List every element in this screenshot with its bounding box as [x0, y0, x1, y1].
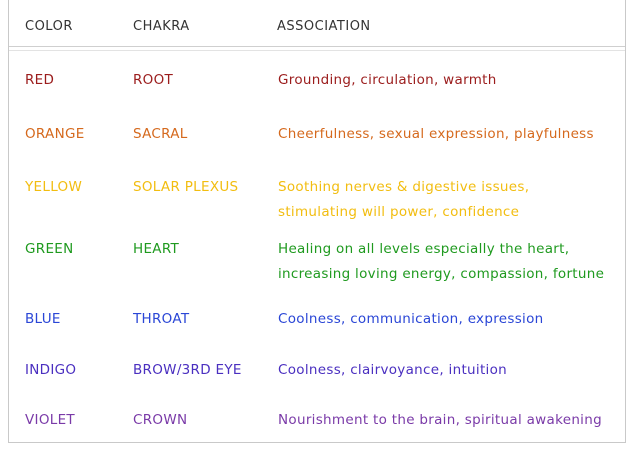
chakra-cell: SACRAL — [133, 126, 188, 142]
association-line: stimulating will power, confidence — [278, 204, 520, 220]
association-cell: Coolness, communication, expression — [278, 307, 544, 332]
association-cell: Cheerfulness, sexual expression, playful… — [278, 122, 594, 147]
association-cell: Soothing nerves & digestive issues, stim… — [278, 175, 529, 225]
association-line: Soothing nerves & digestive issues, — [278, 179, 530, 195]
chakra-cell: SOLAR PLEXUS — [133, 179, 239, 195]
header-chakra: CHAKRA — [133, 19, 190, 34]
header-color: COLOR — [25, 19, 73, 34]
chakra-cell: BROW/3RD EYE — [133, 362, 242, 378]
association-cell: Nourishment to the brain, spiritual awak… — [278, 408, 602, 433]
association-line: Coolness, clairvoyance, intuition — [278, 362, 507, 378]
color-cell: INDIGO — [25, 362, 77, 378]
color-cell: BLUE — [25, 311, 61, 327]
association-line: increasing loving energy, compassion, fo… — [278, 266, 605, 282]
header-association: ASSOCIATION — [277, 19, 371, 34]
association-line: Cheerfulness, sexual expression, playful… — [278, 126, 594, 142]
chakra-cell: ROOT — [133, 72, 174, 88]
chakra-cell: HEART — [133, 241, 180, 257]
association-line: Nourishment to the brain, spiritual awak… — [278, 412, 602, 428]
chakra-cell: CROWN — [133, 412, 188, 428]
association-cell: Coolness, clairvoyance, intuition — [278, 358, 507, 383]
color-cell: ORANGE — [25, 126, 85, 142]
association-line: Healing on all levels especially the hea… — [278, 241, 570, 257]
association-cell: Grounding, circulation, warmth — [278, 68, 497, 93]
color-cell: VIOLET — [25, 412, 75, 428]
association-line: Coolness, communication, expression — [278, 311, 544, 327]
color-cell: GREEN — [25, 241, 74, 257]
association-line: Grounding, circulation, warmth — [278, 72, 497, 88]
association-cell: Healing on all levels especially the hea… — [278, 237, 604, 287]
color-cell: YELLOW — [25, 179, 83, 195]
table-header: COLOR CHAKRA ASSOCIATION — [9, 0, 625, 51]
chakra-cell: THROAT — [133, 311, 190, 327]
color-cell: RED — [25, 72, 55, 88]
chakra-color-table: COLOR CHAKRA ASSOCIATION RED ROOT Ground… — [8, 0, 626, 443]
